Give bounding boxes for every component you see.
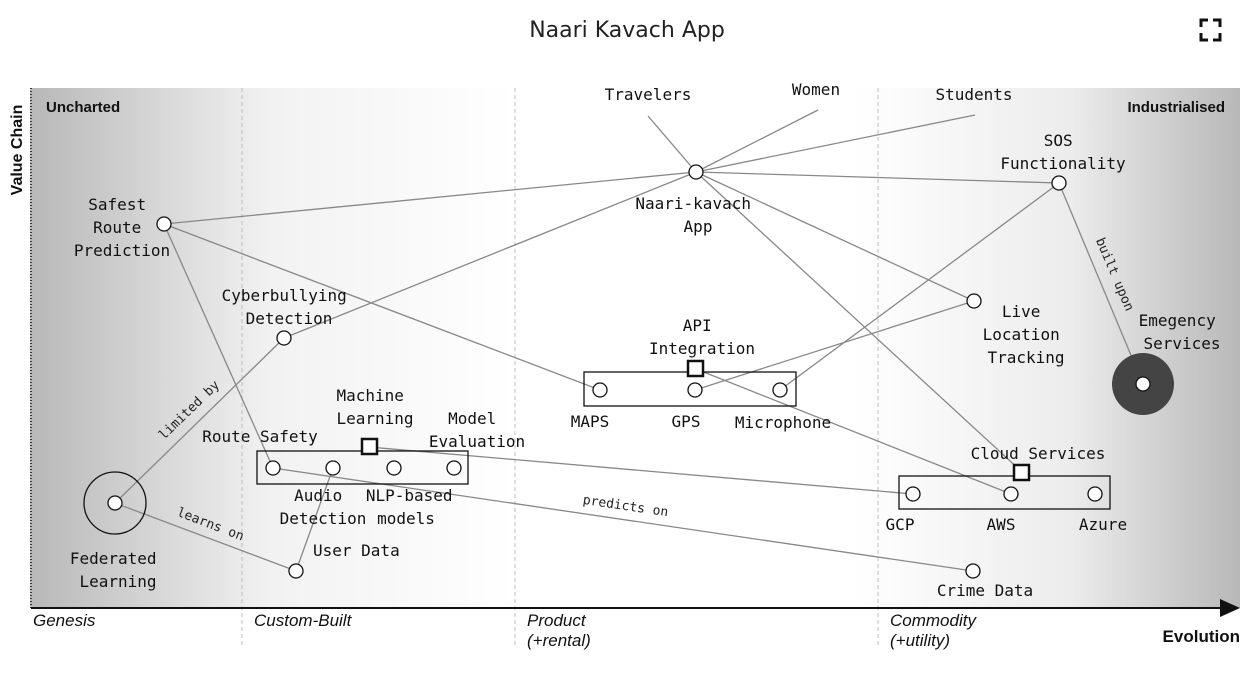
node-maps[interactable] bbox=[592, 382, 608, 398]
node-naari-kavach-app[interactable] bbox=[688, 164, 704, 180]
node-audio-detection[interactable] bbox=[325, 460, 341, 476]
label-cloud-services: Cloud Services bbox=[971, 444, 1106, 463]
label-sos-functionality: SOS Functionality bbox=[1000, 131, 1126, 173]
node-safest-route-prediction[interactable] bbox=[156, 216, 172, 232]
node-api-integration[interactable] bbox=[686, 359, 705, 378]
node-gcp[interactable] bbox=[905, 486, 921, 502]
stage-label-product: Product bbox=[527, 611, 587, 630]
label-live-location-tracking: Live Location Tracking bbox=[983, 302, 1070, 367]
node-sos-functionality[interactable] bbox=[1051, 175, 1067, 191]
label-cyberbullying-detection: Cyberbullying Detection bbox=[222, 286, 357, 328]
node-azure[interactable] bbox=[1087, 486, 1103, 502]
node-aws[interactable] bbox=[1003, 486, 1019, 502]
label-crime-data: Crime Data bbox=[937, 581, 1033, 600]
user-label-travelers: Travelers bbox=[605, 85, 692, 104]
node-machine-learning[interactable] bbox=[360, 437, 379, 456]
label-safest-route-prediction: Safest Route Prediction bbox=[74, 195, 170, 260]
label-machine-learning: Machine Learning bbox=[336, 386, 413, 428]
label-nlp-models: NLP-based models bbox=[366, 486, 462, 528]
label-gcp: GCP bbox=[886, 515, 915, 534]
stage-sublabel-commodity: (+utility) bbox=[890, 631, 950, 650]
label-route-safety: Route Safety bbox=[202, 427, 318, 446]
fullscreen-icon[interactable] bbox=[1199, 18, 1222, 42]
label-aws: AWS bbox=[987, 515, 1016, 534]
x-axis-label: Evolution bbox=[1163, 627, 1240, 646]
node-gps[interactable] bbox=[687, 382, 703, 398]
federated-learning-ring bbox=[83, 471, 147, 535]
label-api-integration: API Integration bbox=[649, 316, 755, 358]
node-federated-learning[interactable] bbox=[107, 495, 123, 511]
dependency-links bbox=[114, 109, 1144, 572]
arrow-right-icon bbox=[1220, 599, 1240, 617]
corner-label-industrialised: Industrialised bbox=[1127, 99, 1225, 116]
node-live-location-tracking[interactable] bbox=[966, 293, 982, 309]
node-route-safety[interactable] bbox=[265, 460, 281, 476]
node-crime-data[interactable] bbox=[965, 563, 981, 579]
y-axis-label: Value Chain bbox=[9, 105, 26, 196]
stage-dividers bbox=[241, 88, 879, 648]
node-user-data[interactable] bbox=[288, 563, 304, 579]
stage-label-genesis: Genesis bbox=[33, 611, 96, 630]
stage-label-commodity: Commodity bbox=[890, 611, 977, 630]
node-cyberbullying-detection[interactable] bbox=[276, 330, 292, 346]
label-model-evaluation: Model Evaluation bbox=[429, 409, 525, 451]
label-gps: GPS bbox=[672, 412, 701, 431]
cloud-services-group bbox=[898, 475, 1111, 510]
stage-label-custom: Custom-Built bbox=[254, 611, 353, 630]
node-model-evaluation[interactable] bbox=[446, 460, 462, 476]
map-title: Naari Kavach App bbox=[529, 18, 725, 43]
node-emergency-services[interactable] bbox=[1135, 376, 1151, 392]
label-emergency-services: Emegency Services bbox=[1139, 311, 1226, 353]
label-maps: MAPS bbox=[571, 412, 610, 431]
label-naari-kavach-app: Naari-kavach App bbox=[635, 194, 760, 236]
user-label-students: Students bbox=[935, 85, 1012, 104]
label-user-data: User Data bbox=[313, 541, 400, 560]
stage-sublabel-product: (+rental) bbox=[527, 631, 591, 650]
label-audio-detection: Audio Detection bbox=[280, 486, 367, 528]
label-microphone: Microphone bbox=[735, 413, 831, 432]
label-azure: Azure bbox=[1079, 515, 1127, 534]
node-cloud-services[interactable] bbox=[1012, 463, 1031, 482]
user-label-women: Women bbox=[792, 80, 840, 99]
label-federated-learning: Federated Learning bbox=[70, 549, 166, 591]
corner-label-uncharted: Uncharted bbox=[46, 99, 120, 116]
node-microphone[interactable] bbox=[772, 382, 788, 398]
node-nlp-models[interactable] bbox=[386, 460, 402, 476]
